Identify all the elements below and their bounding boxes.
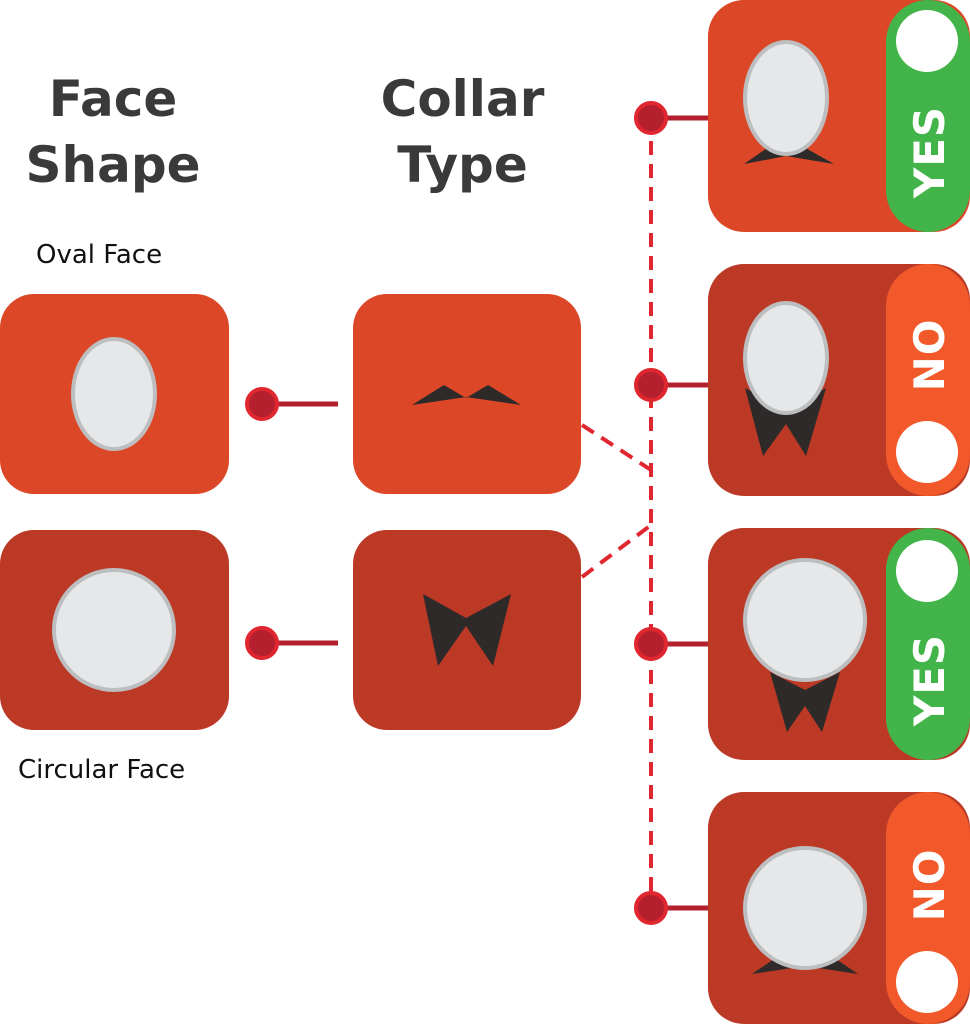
toggle-knob xyxy=(896,951,958,1013)
connector-node xyxy=(634,368,668,402)
toggle-knob xyxy=(896,421,958,483)
result-card-circular-point: YES xyxy=(708,528,970,760)
point-collar-icon xyxy=(770,672,840,732)
oval-face-icon xyxy=(71,337,157,451)
spread-collar-card xyxy=(353,294,581,494)
oval-face-icon xyxy=(743,40,829,156)
dashed-link-point-collar xyxy=(580,523,653,579)
circular-face-caption: Circular Face xyxy=(18,755,186,785)
face-shape-heading-line-1: Face xyxy=(48,70,178,128)
connector-node xyxy=(634,891,668,925)
result-card-circular-spread: NO xyxy=(708,792,970,1024)
face-shape-heading-line-2: Shape xyxy=(25,136,201,194)
circular-face-icon xyxy=(743,558,867,682)
connector-circular-to-collar xyxy=(245,626,338,660)
verdict-label: NO xyxy=(905,319,954,392)
result-card-oval-point: NO xyxy=(708,264,970,496)
connector-node xyxy=(245,387,279,421)
verdict-label: NO xyxy=(905,849,954,922)
circular-face-icon xyxy=(743,846,867,970)
dashed-connectors xyxy=(580,118,653,908)
circular-face-icon xyxy=(52,568,176,692)
circular-face-card xyxy=(0,530,229,730)
connector-node xyxy=(634,101,668,135)
toggle-knob xyxy=(896,540,958,602)
oval-face-card xyxy=(0,294,229,494)
oval-face-icon xyxy=(743,301,829,415)
collar-type-heading-line-1: Collar xyxy=(380,70,545,128)
connector-node xyxy=(634,627,668,661)
result-card-oval-spread: YES xyxy=(708,0,970,232)
collar-type-heading: Collar Type xyxy=(360,66,565,198)
point-collar-card xyxy=(353,530,581,730)
connector-node xyxy=(245,626,279,660)
point-collar-icon xyxy=(423,594,511,666)
verdict-label: YES xyxy=(905,106,954,199)
verdict-label: YES xyxy=(905,634,954,727)
face-shape-heading: Face Shape xyxy=(8,66,218,198)
result-connectors xyxy=(634,101,708,925)
toggle-knob xyxy=(896,10,958,72)
dashed-link-spread-collar xyxy=(580,423,653,472)
oval-face-caption: Oval Face xyxy=(36,240,163,270)
connector-oval-to-collar xyxy=(245,387,338,421)
spread-collar-icon xyxy=(412,385,521,405)
collar-type-heading-line-2: Type xyxy=(397,136,528,194)
